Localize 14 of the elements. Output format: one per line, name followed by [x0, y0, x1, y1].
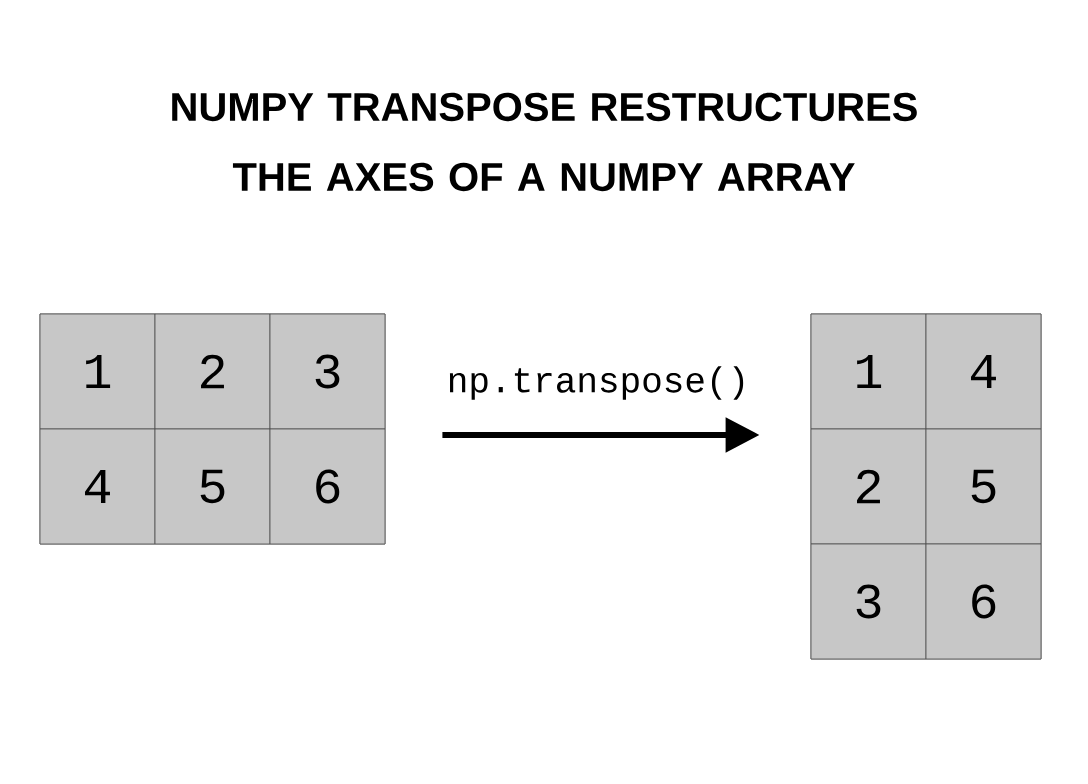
array-cell: 6: [925, 543, 1042, 660]
array-cell: 5: [154, 428, 271, 545]
array-cell: 4: [925, 313, 1042, 430]
array-cell: 2: [154, 313, 271, 430]
array-cell: 2: [810, 428, 927, 545]
array-cell: 3: [810, 543, 927, 660]
array-cell: 4: [39, 428, 156, 545]
array-cell: 6: [269, 428, 386, 545]
edge-label: np.transpose(): [444, 364, 752, 402]
array-cell: 1: [39, 313, 156, 430]
array-cell: 3: [269, 313, 386, 430]
array-cell: 5: [925, 428, 1042, 545]
title: NUMPY TRANSPOSE RESTRUCTURES THE AXES OF A NUMPY ARRAY: [172, 92, 917, 192]
array-cell: 1: [810, 313, 927, 430]
